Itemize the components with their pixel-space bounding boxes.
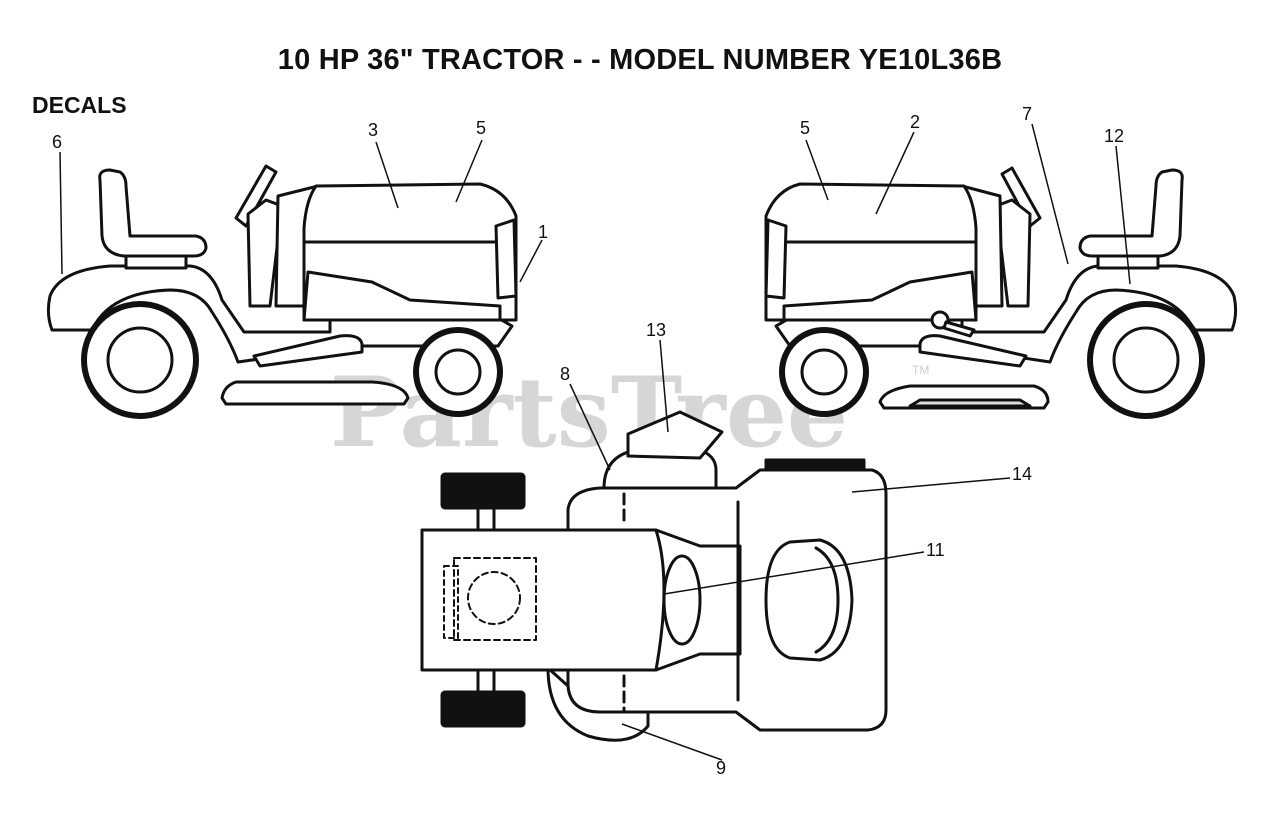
decal-13-shape bbox=[626, 410, 724, 460]
front-tire-top-left bbox=[440, 472, 526, 510]
seat-left bbox=[98, 168, 208, 258]
callout-3: 3 bbox=[368, 120, 378, 140]
callout-11: 11 bbox=[926, 540, 945, 560]
callout-9: 9 bbox=[716, 758, 726, 778]
grille-right bbox=[764, 218, 788, 300]
front-axle-top-right bbox=[476, 668, 496, 694]
diagram-title: 10 HP 36" TRACTOR - - MODEL NUMBER YE10L… bbox=[277, 44, 1003, 76]
tractor-top-view bbox=[420, 410, 888, 742]
grille-left bbox=[494, 218, 518, 300]
front-wheel-hub-right bbox=[800, 348, 848, 396]
front-wheel-hub-left bbox=[434, 348, 482, 396]
deck-label-right bbox=[908, 398, 1032, 408]
ignition-key-stem-right bbox=[942, 320, 976, 338]
tractor-right-side-view bbox=[764, 166, 1238, 419]
seat-top-inner bbox=[814, 546, 840, 654]
seat-right bbox=[1078, 168, 1184, 258]
callout-13: 13 bbox=[646, 320, 666, 340]
hood-decal-dashed bbox=[453, 557, 537, 641]
front-tire-top-right bbox=[440, 690, 526, 728]
leader-lines bbox=[59, 123, 1131, 761]
callout-5-right: 5 bbox=[800, 118, 810, 138]
hood-decal-circle bbox=[467, 571, 521, 625]
section-label: DECALS bbox=[32, 92, 127, 118]
callout-5-left: 5 bbox=[476, 118, 486, 138]
steering-wheel-right bbox=[1000, 166, 1042, 228]
footrest-left bbox=[252, 334, 364, 368]
footrest-right bbox=[918, 334, 1028, 368]
side-bump-lower bbox=[546, 666, 650, 742]
hood-decal-dashed-inner bbox=[443, 565, 459, 639]
callout-2: 2 bbox=[910, 112, 920, 132]
callout-7: 7 bbox=[1022, 104, 1032, 124]
callout-1: 1 bbox=[538, 222, 548, 242]
steering-wheel-left bbox=[234, 164, 278, 228]
callout-14: 14 bbox=[1012, 464, 1032, 484]
callout-12: 12 bbox=[1104, 126, 1124, 146]
steering-wheel-top bbox=[662, 554, 702, 646]
front-axle-top-left bbox=[476, 506, 496, 532]
watermark-text: PartsTree bbox=[330, 356, 848, 469]
callout-6: 6 bbox=[52, 132, 62, 152]
tractor-left-side-view bbox=[46, 164, 518, 419]
mower-deck-left bbox=[220, 380, 410, 406]
rear-wheel-hub-left bbox=[106, 326, 174, 394]
hood-lower-left bbox=[302, 270, 502, 322]
callout-8: 8 bbox=[560, 364, 570, 384]
callout-labels: 3 5 1 6 5 2 7 12 8 13 14 11 9 bbox=[52, 104, 1124, 778]
hood-lower-right bbox=[782, 270, 978, 322]
rear-wheel-hub-right bbox=[1112, 326, 1180, 394]
watermark-tm: TM bbox=[912, 363, 929, 377]
seat-post-left bbox=[124, 254, 188, 270]
